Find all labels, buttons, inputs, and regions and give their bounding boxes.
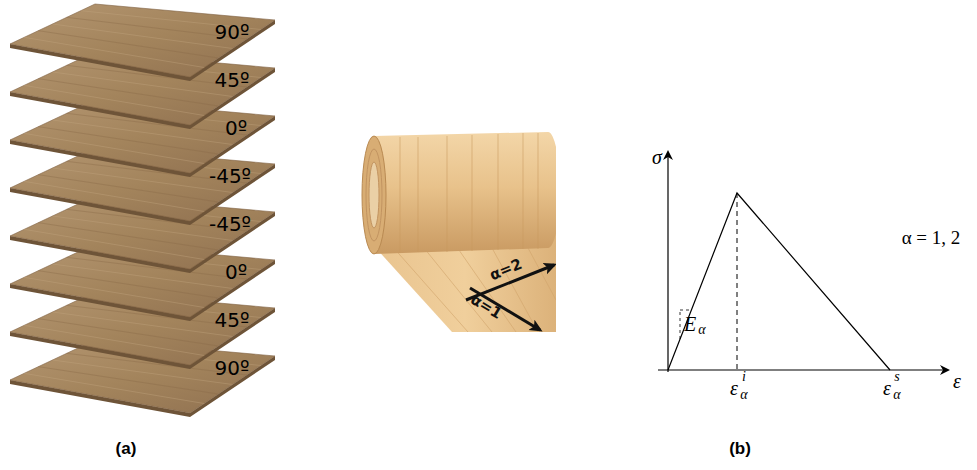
superscript: i bbox=[742, 370, 746, 384]
veneer-roll-photo bbox=[360, 128, 556, 332]
ply-angle: -45º bbox=[209, 166, 251, 186]
ply-angle: 45º bbox=[215, 70, 250, 90]
axis-label: ε bbox=[953, 371, 961, 391]
ply-angle: 0º bbox=[225, 262, 247, 282]
ply-stack bbox=[10, 4, 275, 417]
ply-angle: -45º bbox=[209, 214, 251, 234]
subscript: α bbox=[893, 388, 900, 402]
subscript: α bbox=[698, 323, 705, 337]
panel-label: (b) bbox=[729, 440, 751, 457]
ply-angle: 90º bbox=[215, 22, 250, 42]
strain-label: ε bbox=[730, 378, 738, 398]
index-note: α = 1, 2 bbox=[902, 228, 961, 247]
ply-angle: 45º bbox=[215, 310, 250, 330]
strain-label: ε bbox=[883, 378, 891, 398]
panel-label: (a) bbox=[116, 440, 137, 457]
superscript: s bbox=[894, 370, 899, 384]
axis-label: σ bbox=[652, 147, 662, 167]
subscript: α bbox=[740, 388, 747, 402]
stress-strain-plot bbox=[658, 152, 948, 372]
ply-angle: 90º bbox=[215, 358, 250, 378]
modulus-label: E bbox=[684, 314, 696, 334]
ply-angle: 0º bbox=[225, 118, 247, 138]
